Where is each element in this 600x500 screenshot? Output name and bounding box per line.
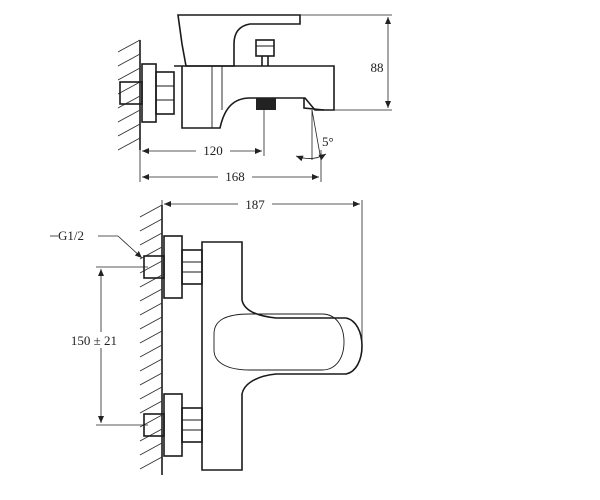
dim-168: 168 [142, 150, 322, 184]
mixer-body-side [174, 65, 335, 129]
side-view: 88 120 5° 168 [117, 14, 392, 184]
inlet-lower-front [143, 393, 203, 457]
lever-handle-side [177, 14, 301, 67]
wall-front-view [139, 204, 163, 475]
dim-angle-label: 5° [322, 134, 334, 149]
mixer-body-front [201, 241, 363, 471]
dim-150-label: 150 ± 21 [71, 333, 117, 348]
dim-187-label: 187 [245, 197, 265, 212]
front-view: 187 G1/2 150 ± 21 [50, 196, 363, 475]
diverter-knob-side [255, 39, 275, 66]
dim-g12: G1/2 [50, 228, 143, 259]
spout-tip-side [303, 98, 325, 111]
inlet-upper-front [143, 235, 203, 299]
dim-angle-5: 5° [295, 109, 334, 162]
dim-150: 150 ± 21 [58, 266, 148, 426]
thread-label: G1/2 [58, 228, 84, 243]
dim-187: 187 [161, 196, 363, 340]
dim-88-label: 88 [371, 60, 384, 75]
dim-168-label: 168 [225, 169, 245, 184]
dim-88: 88 [300, 14, 392, 111]
dim-120: 120 [139, 110, 265, 182]
aerator-side [256, 98, 276, 110]
wall-side-view [117, 39, 141, 151]
nut-side [141, 63, 175, 123]
dim-120-label: 120 [203, 143, 223, 158]
